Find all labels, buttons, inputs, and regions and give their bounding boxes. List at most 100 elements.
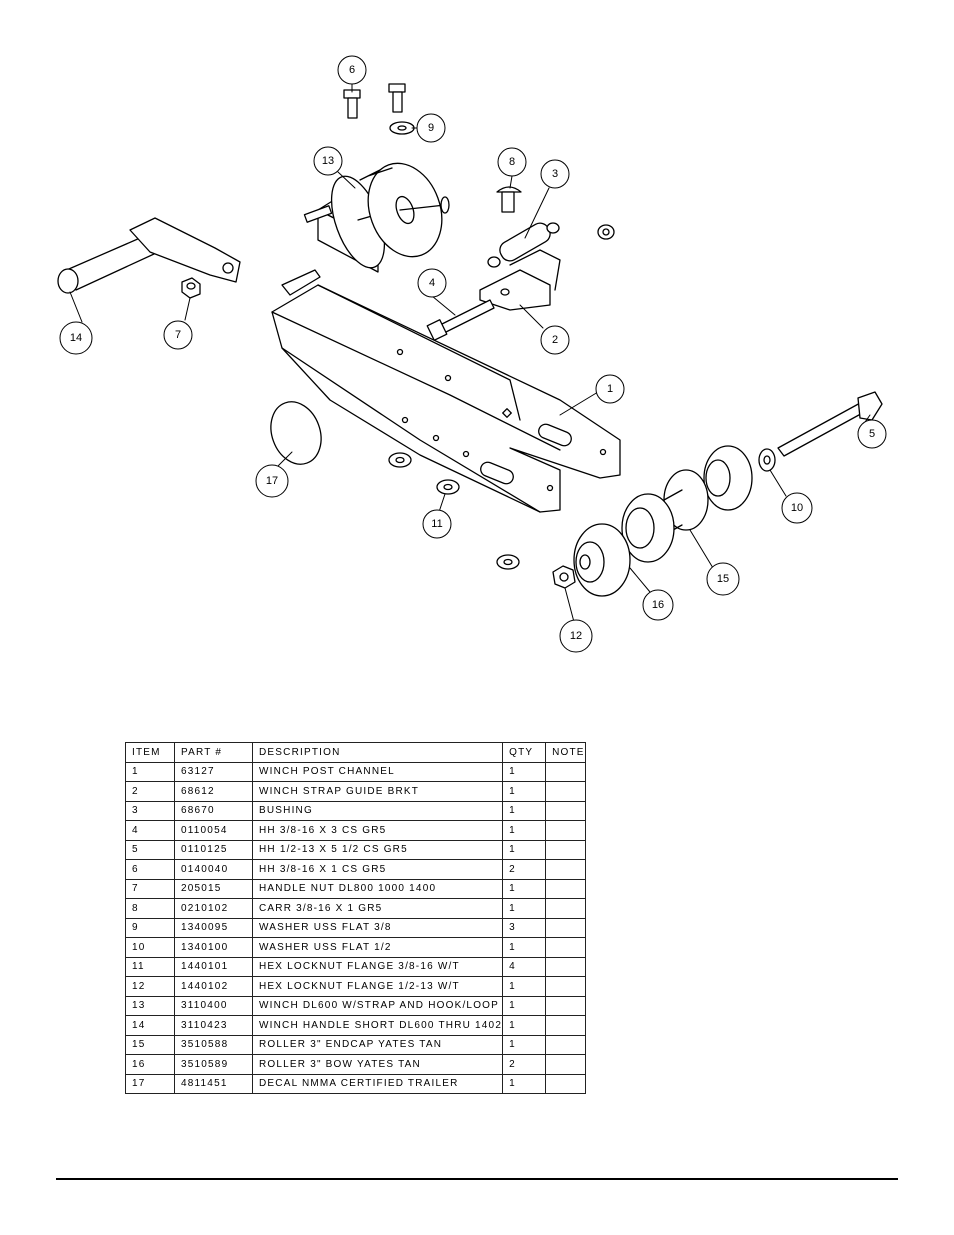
- cell-part-number: 68612: [174, 781, 253, 802]
- cell-item: 16: [125, 1054, 175, 1075]
- bolt-part-4: [426, 299, 495, 341]
- cell-description: WINCH STRAP GUIDE BRKT: [251, 781, 504, 802]
- cell-note: [545, 761, 586, 782]
- cell-note: [545, 898, 586, 919]
- cell-item: 17: [125, 1073, 175, 1094]
- cell-note: [545, 820, 586, 841]
- callout-14: 14: [70, 332, 82, 344]
- cell-description: WASHER USS FLAT 3/8: [251, 917, 504, 938]
- cell-part-number: 0110054: [174, 820, 253, 841]
- locknut-part-11: [388, 452, 520, 570]
- cell-qty: 1: [502, 995, 547, 1016]
- cell-description: WASHER USS FLAT 1/2: [251, 937, 504, 958]
- bolt-part-5: [777, 391, 883, 457]
- cell-item: 10: [125, 937, 175, 958]
- callout-8: 8: [509, 156, 515, 168]
- cell-description: ROLLER 3" ENDCAP YATES TAN: [251, 1034, 504, 1055]
- cell-qty: 1: [502, 1073, 547, 1094]
- callout-5: 5: [869, 428, 875, 440]
- roller-part-15: [621, 469, 709, 563]
- column-header-item: ITEM: [125, 742, 175, 763]
- locknut-part-12: [552, 565, 576, 589]
- cell-note: [545, 1015, 586, 1036]
- cell-note: [545, 1073, 586, 1094]
- cell-item: 8: [125, 898, 175, 919]
- cell-description: WINCH POST CHANNEL: [251, 761, 504, 782]
- roller-part-16-a: [703, 445, 753, 511]
- cell-qty: 1: [502, 800, 547, 821]
- callout-16: 16: [652, 599, 664, 611]
- callout-11: 11: [431, 518, 442, 530]
- cell-note: [545, 859, 586, 880]
- cell-description: CARR 3/8-16 X 1 GR5: [251, 898, 504, 919]
- cell-qty: 1: [502, 937, 547, 958]
- cell-note: [545, 917, 586, 938]
- cell-item: 3: [125, 800, 175, 821]
- washer-part-10: [758, 448, 776, 472]
- cell-description: WINCH DL600 W/STRAP AND HOOK/LOOP: [251, 995, 504, 1016]
- cell-item: 6: [125, 859, 175, 880]
- bushing-part-3: [487, 222, 615, 268]
- cell-part-number: 0140040: [174, 859, 253, 880]
- cell-part-number: 68670: [174, 800, 253, 821]
- callout-2: 2: [552, 334, 558, 346]
- cell-description: HANDLE NUT DL800 1000 1400: [251, 878, 504, 899]
- callout-17: 17: [266, 475, 278, 487]
- nut-part-7: [181, 277, 201, 299]
- cell-note: [545, 976, 586, 997]
- washer-part-9: [389, 121, 415, 135]
- exploded-parts-diagram: 6 9 13 8 3 14 7 4 2 1 5 17 11 10 15 16 1…: [57, 55, 887, 653]
- cell-item: 7: [125, 878, 175, 899]
- cell-description: HH 3/8-16 X 1 CS GR5: [251, 859, 504, 880]
- bracket-part-2: [479, 249, 561, 311]
- footer-rule: [56, 1178, 898, 1180]
- column-header-part-number: PART #: [174, 742, 253, 763]
- column-header-qty: QTY: [502, 742, 547, 763]
- callout-7: 7: [175, 329, 181, 341]
- callout-balloons: [59, 55, 887, 653]
- cell-qty: 4: [502, 956, 547, 977]
- cell-description: HEX LOCKNUT FLANGE 1/2-13 W/T: [251, 976, 504, 997]
- cell-item: 12: [125, 976, 175, 997]
- cell-part-number: 4811451: [174, 1073, 253, 1094]
- cell-qty: 1: [502, 761, 547, 782]
- channel-part-1: [271, 269, 621, 513]
- column-header-description: DESCRIPTION: [251, 742, 504, 763]
- cell-description: HEX LOCKNUT FLANGE 3/8-16 W/T: [251, 956, 504, 977]
- cell-note: [545, 956, 586, 977]
- cell-note: [545, 800, 586, 821]
- cell-qty: 1: [502, 878, 547, 899]
- carriage-bolt-part-8: [496, 186, 522, 213]
- decal-part-17: [270, 401, 322, 465]
- cell-item: 15: [125, 1034, 175, 1055]
- cell-item: 5: [125, 839, 175, 860]
- callout-10: 10: [791, 502, 803, 514]
- cell-item: 11: [125, 956, 175, 977]
- cell-part-number: 0110125: [174, 839, 253, 860]
- cell-qty: 1: [502, 1034, 547, 1055]
- leader-lines: [69, 83, 871, 623]
- cell-part-number: 3510589: [174, 1054, 253, 1075]
- cell-note: [545, 1034, 586, 1055]
- callout-3: 3: [552, 168, 558, 180]
- cell-qty: 1: [502, 839, 547, 860]
- cell-part-number: 1340095: [174, 917, 253, 938]
- cell-item: 13: [125, 995, 175, 1016]
- cell-description: ROLLER 3" BOW YATES TAN: [251, 1054, 504, 1075]
- cell-qty: 3: [502, 917, 547, 938]
- cell-part-number: 1440102: [174, 976, 253, 997]
- cell-note: [545, 839, 586, 860]
- cell-note: [545, 878, 586, 899]
- cell-part-number: 3510588: [174, 1034, 253, 1055]
- cell-part-number: 1440101: [174, 956, 253, 977]
- cell-item: 1: [125, 761, 175, 782]
